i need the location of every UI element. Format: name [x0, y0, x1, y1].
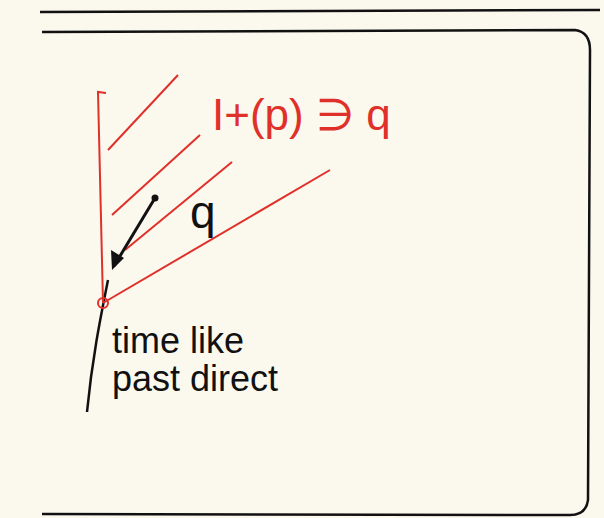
direction-note: time like past direct [112, 322, 312, 398]
cone-label: I+(p) ∋ q [212, 92, 391, 138]
top-line [40, 10, 600, 12]
point-label: q [190, 188, 216, 236]
frame [42, 30, 590, 515]
arrow-head [111, 250, 124, 270]
timelike-curve [87, 280, 108, 412]
point-p [98, 298, 108, 308]
